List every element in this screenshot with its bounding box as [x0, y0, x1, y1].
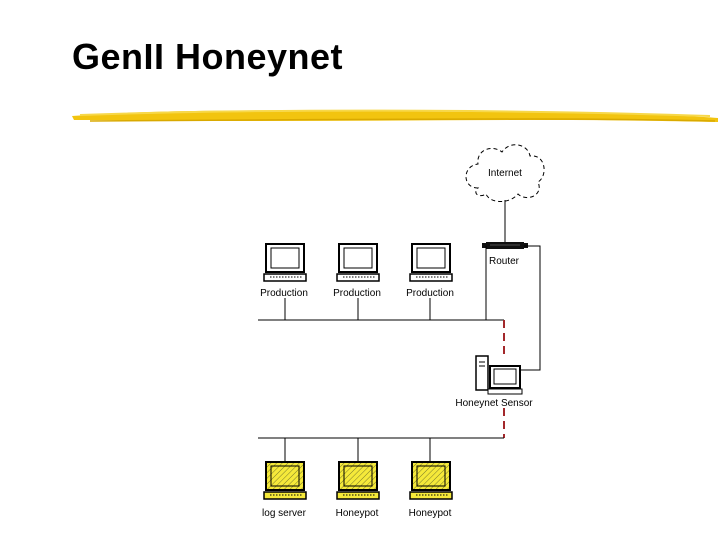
production-label: Production — [260, 288, 308, 299]
log-server-icon — [263, 461, 307, 500]
title-underline — [72, 109, 718, 122]
honeypot-label: Honeypot — [409, 508, 452, 519]
honeypot-label: Honeypot — [336, 508, 379, 519]
production-computer-icon — [409, 243, 453, 282]
honeynet-sensor-icon — [475, 355, 523, 395]
honeypot-icon — [409, 461, 453, 500]
internet-cloud-icon — [465, 144, 545, 202]
honeypot-icon — [336, 461, 380, 500]
honeynet-sensor-label: Honeynet Sensor — [455, 398, 533, 409]
router-icon — [482, 242, 528, 249]
slide-title: GenII Honeynet — [72, 36, 344, 77]
production-computer-icon — [263, 243, 307, 282]
production-label: Production — [333, 288, 381, 299]
production-computer-icon — [336, 243, 380, 282]
internet-label: Internet — [488, 168, 522, 179]
router-label: Router — [489, 256, 520, 267]
production-label: Production — [406, 288, 454, 299]
router-sensor-link — [520, 245, 541, 371]
log-server-label: log server — [262, 508, 307, 519]
